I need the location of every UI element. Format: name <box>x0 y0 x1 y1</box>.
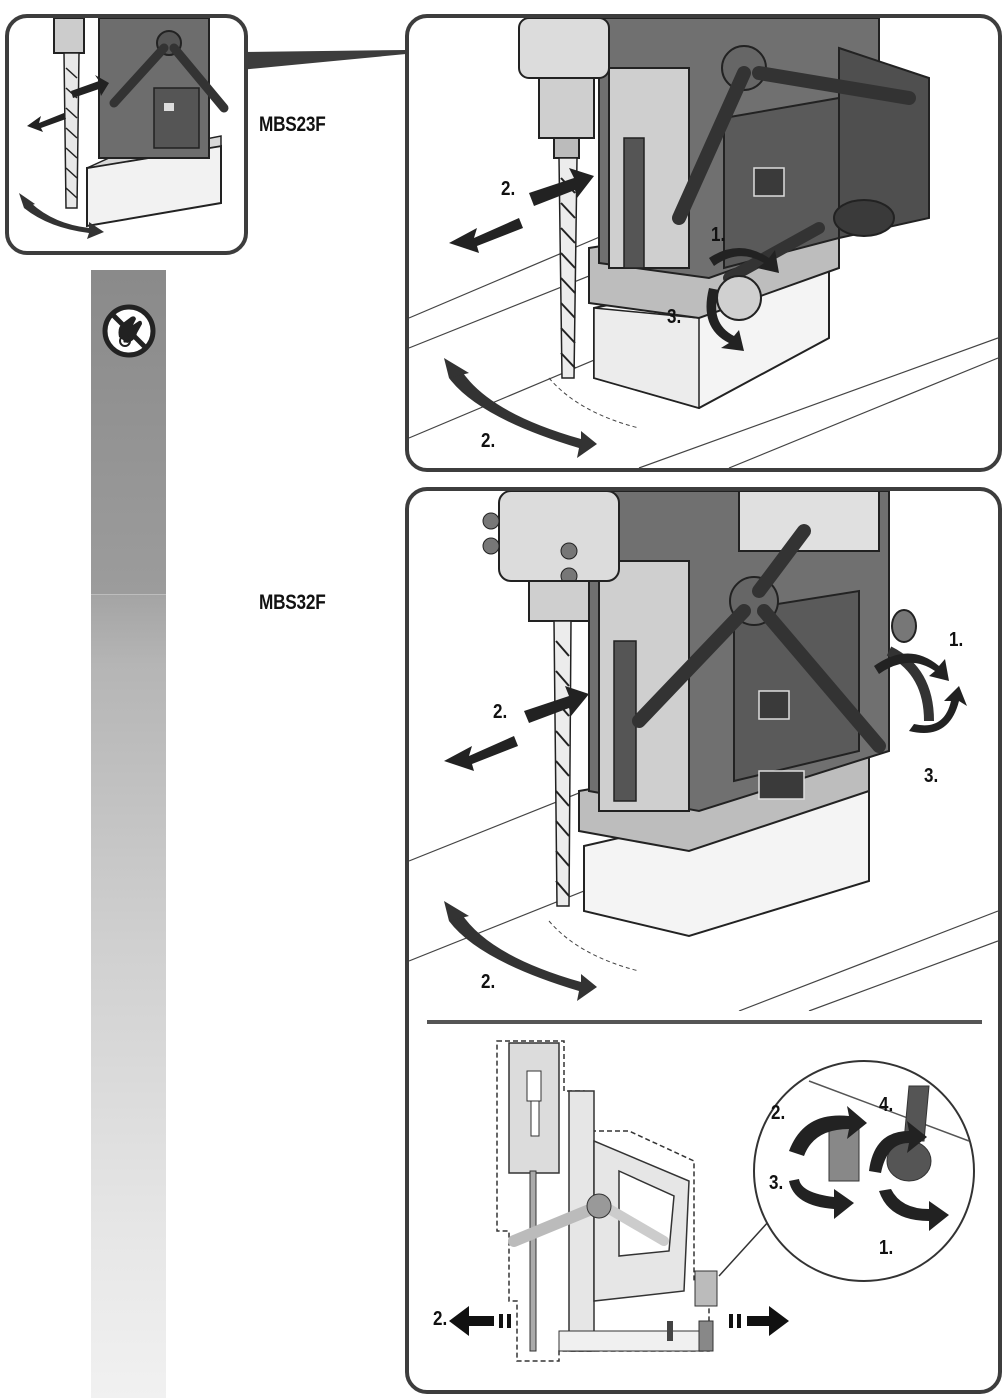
panel-mbs32f: 2. 1. 3. 2. <box>405 487 1002 1394</box>
step-2-rotate-label: 2. <box>481 430 496 452</box>
model-label-mbs32f: MBS32F <box>259 591 326 614</box>
mbs32f-schematic-diagram <box>449 1040 975 1362</box>
detail-step-3-label: 3. <box>769 1172 784 1194</box>
detail-step-4-label: 4. <box>879 1094 894 1116</box>
step-2-push-label: 2. <box>493 701 508 723</box>
diagram-step-2-left-label: 2. <box>433 1308 448 1330</box>
detail-step-1-label: 1. <box>879 1237 894 1259</box>
panel-mbs23f: 2. 1. 3. 2. <box>405 14 1002 472</box>
model-label-mbs23f: MBS23F <box>259 113 326 136</box>
thumbnail-drill-illustration <box>19 18 229 239</box>
step-1-label: 1. <box>711 224 726 246</box>
section-divider <box>427 1020 982 1024</box>
step-3-label: 3. <box>924 765 939 787</box>
step-3-label: 3. <box>667 306 682 328</box>
mbs32f-drill-illustration <box>409 491 998 1011</box>
step-1-label: 1. <box>949 629 964 651</box>
step-2-rotate-label: 2. <box>481 971 496 993</box>
thumbnail-panel <box>5 14 248 255</box>
detail-step-2-label: 2. <box>771 1102 786 1124</box>
no-gloves-icon <box>102 304 156 358</box>
mbs23f-drill-illustration <box>409 18 998 468</box>
side-strip-divider <box>91 594 166 595</box>
step-2-push-label: 2. <box>501 178 516 200</box>
callout-connector <box>240 50 406 70</box>
